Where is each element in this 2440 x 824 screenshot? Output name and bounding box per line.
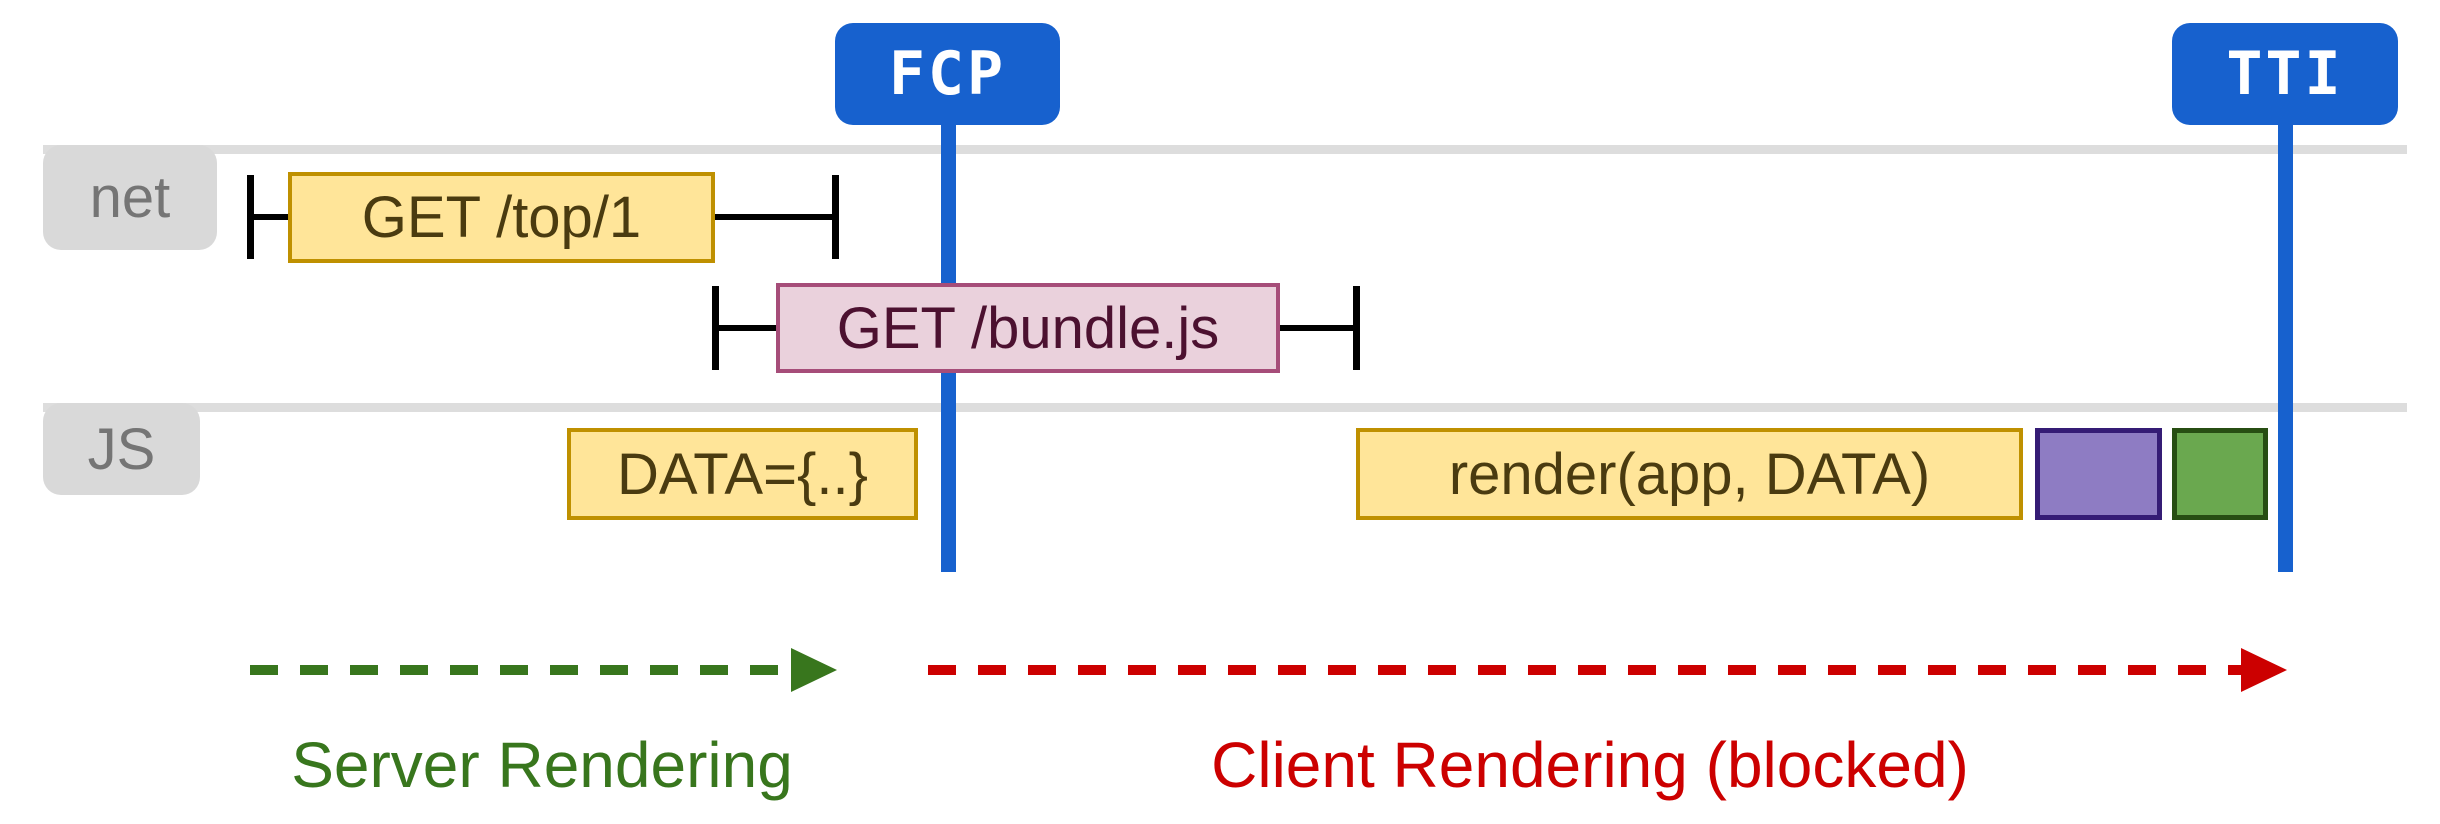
fcp-badge-label: FCP — [888, 39, 1007, 109]
tti-badge-label: TTI — [2226, 39, 2344, 109]
tti-marker-line — [2278, 120, 2293, 572]
request-get-top1-label: GET /top/1 — [361, 185, 642, 250]
js-task-render: render(app, DATA) — [1356, 428, 2023, 520]
request2-end-whisker — [1353, 286, 1360, 370]
js-lane-text: JS — [87, 416, 156, 482]
js-task-green — [2172, 428, 2268, 520]
request2-left-connector — [719, 325, 776, 331]
js-lane-line — [43, 403, 2407, 412]
request1-start-whisker — [247, 175, 254, 259]
js-task-data-label: DATA={..} — [617, 441, 868, 507]
request1-right-connector — [715, 214, 832, 220]
fcp-badge: FCP — [835, 23, 1060, 125]
js-task-data: DATA={..} — [567, 428, 918, 520]
tti-badge: TTI — [2172, 23, 2398, 125]
lane-label-js: JS — [43, 403, 200, 495]
server-rendering-arrowhead-icon — [791, 648, 837, 692]
js-task-render-label: render(app, DATA) — [1448, 441, 1931, 507]
server-rendering-label: Server Rendering — [291, 729, 793, 801]
request1-end-whisker — [832, 175, 839, 259]
request2-right-connector — [1280, 325, 1353, 331]
client-rendering-arrow — [928, 665, 2243, 675]
lane-label-net: net — [43, 145, 217, 250]
js-task-purple — [2035, 428, 2162, 520]
client-rendering-arrowhead-icon — [2241, 648, 2287, 692]
net-lane-line — [43, 145, 2407, 154]
net-lane-text: net — [89, 165, 171, 230]
request-get-bundlejs: GET /bundle.js — [776, 283, 1280, 373]
client-rendering-label: Client Rendering (blocked) — [1211, 729, 1969, 801]
request2-start-whisker — [712, 286, 719, 370]
request-get-bundlejs-label: GET /bundle.js — [836, 295, 1220, 361]
server-rendering-arrow — [250, 665, 795, 675]
request1-left-connector — [254, 214, 288, 220]
request-get-top1: GET /top/1 — [288, 172, 715, 263]
